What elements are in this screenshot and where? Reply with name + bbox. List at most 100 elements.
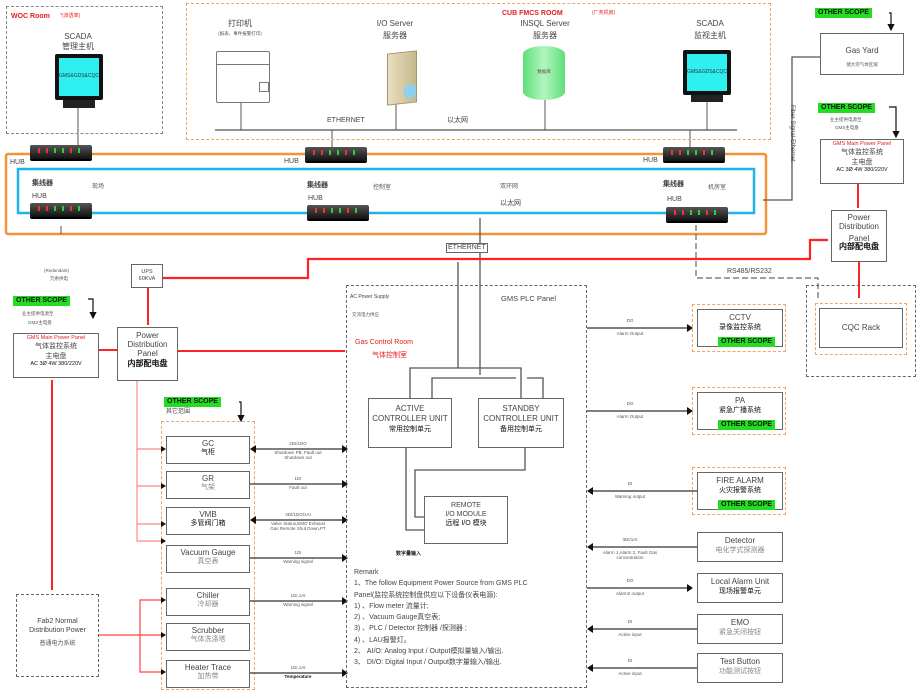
area-label: 现场 <box>92 184 105 190</box>
other-scope-badge: OTHER SCOPE <box>718 420 775 430</box>
system-cn: 现场报警单元 <box>719 588 761 596</box>
signal-desc: Shutdown out <box>284 455 312 460</box>
remark-line: 2、 AI/O: Analog Input / Output模拟量输入/输出. <box>354 648 504 656</box>
woc-room-subtitle: *(渗透率) <box>60 13 81 19</box>
other-scope-badge: OTHER SCOPE <box>718 500 775 510</box>
hub-device-icon[interactable] <box>663 147 725 161</box>
remote-l2: I/O MODULE <box>445 511 487 519</box>
remark-line: 2) 、Vacuum Gauge真空表; <box>354 614 441 622</box>
other-scope-badge: OTHER SCOPE <box>818 103 875 113</box>
signal-type: 2DI/1DO <box>289 441 307 446</box>
woc-room <box>6 6 163 134</box>
signal-line <box>587 625 697 633</box>
scada-left-monitor-icon[interactable]: GMS&GDS&CQC <box>55 54 103 100</box>
hub-device-icon[interactable] <box>307 205 369 219</box>
equipment-name: GR <box>202 474 214 483</box>
signal-desc: Active input <box>618 632 642 637</box>
hub-device-icon[interactable] <box>666 207 728 221</box>
area-label: 控制室 <box>373 185 392 191</box>
ups-rating: 60KVA <box>138 275 156 282</box>
printer-name: 打印机 <box>228 19 252 28</box>
system-name: PA <box>734 396 746 405</box>
pdp-line: Panel <box>137 349 158 359</box>
gas-control-room-cn: 气体控制室 <box>372 352 407 359</box>
signal-desc: Temperature <box>284 674 312 679</box>
arrow-icon <box>161 669 166 675</box>
insql-server-sub: 服务器 <box>533 31 557 40</box>
gas-yard-box[interactable]: Gas Yard 储大宗气体区域 <box>820 33 904 75</box>
gms-main-power-panel-right[interactable]: GMS Main Power Panel 气体监控系统 主电盘 AC 3Ø 4W… <box>820 139 904 184</box>
pdp-cn: 内部配电盘 <box>839 242 879 252</box>
gms-panel-title: GMS Main Power Panel <box>832 141 892 147</box>
hub-device-icon[interactable] <box>305 147 367 161</box>
ethernet-top-label: ETHERNET <box>327 117 365 124</box>
ups-power-line <box>163 238 828 280</box>
scada-left-screen-label: GMS&GDS&CQC <box>58 73 99 79</box>
signal-desc: Gas Remote Shut Down,PT <box>270 526 326 531</box>
io-server-sub: 服务器 <box>383 31 407 40</box>
standby-l2: CONTROLLER UNIT <box>483 414 559 424</box>
cub-room-title: CUB FMCS ROOM <box>502 10 563 17</box>
hub-device-icon[interactable] <box>30 203 92 217</box>
hub-device-icon[interactable] <box>30 145 92 159</box>
signal-line <box>587 487 697 495</box>
other-scope-badge: OTHER SCOPE <box>815 8 872 18</box>
fab2-normal-distribution-box[interactable]: Fab2 Normal Distribution Power 普通电力系统 <box>16 594 99 677</box>
remark-line: 1) 、Flow meter 流量计; <box>354 602 429 610</box>
active-controller-unit[interactable]: ACTIVE CONTROLLER UNIT 常用控制单元 <box>368 398 452 448</box>
signal-type: 3DI/1DO/1AI <box>285 512 311 517</box>
system-cn: 火灾报警系统 <box>719 487 761 495</box>
insql-database-icon[interactable]: 数据库 <box>523 46 565 100</box>
system-name: EMO <box>730 618 750 627</box>
other-scope-badge: OTHER SCOPE <box>164 397 221 407</box>
remote-io-module[interactable]: REMOTE I/O MODULE 远程 I/O 模块 <box>424 496 508 544</box>
signal-type: DI <box>627 658 633 663</box>
system-cn: 紧急关闭按钮 <box>719 629 761 637</box>
redundant-label: (Redundant) <box>44 268 70 273</box>
io-server-icon[interactable] <box>387 50 417 106</box>
standby-controller-unit[interactable]: STANDBY CONTROLLER UNIT 备用控制单元 <box>478 398 564 448</box>
system-cn: 电化学式探测器 <box>715 547 765 555</box>
scada-right-monitor-icon[interactable]: GMS&GDS&CQC <box>683 50 731 95</box>
hub-cn-label: 集线器 <box>32 180 53 187</box>
hub-cn-label: 集线器 <box>663 181 684 188</box>
printer-icon[interactable] <box>216 51 270 103</box>
signal-type: DO <box>626 401 634 406</box>
woc-room-title: WOC Room <box>11 13 50 20</box>
external-system-box[interactable]: EMO 紧急关闭按钮 <box>697 614 783 644</box>
signal-line <box>587 407 693 415</box>
power-distribution-panel-right[interactable]: Power Distribution Panel 内部配电盘 <box>831 210 887 262</box>
other-scope-badge: OTHER SCOPE <box>13 296 70 306</box>
ac-supply-label: AC Power Supply <box>350 294 390 300</box>
gms-panel-note: 业主提供电源至 <box>830 117 862 122</box>
system-cn: 功能测试按钮 <box>719 668 761 676</box>
gms-panel-line1: 气体监控系统 <box>841 149 883 156</box>
signal-desc: Valve Status,EMO Exhaust <box>271 521 325 526</box>
signal-type: DO <box>626 318 634 323</box>
cqc-rack-box[interactable]: CQC Rack <box>819 308 903 348</box>
equipment-cn: 气体洗涤塔 <box>190 636 226 643</box>
remote-cn: 远程 I/O 模块 <box>445 520 487 528</box>
fab2-line: Fab2 Normal <box>37 618 78 625</box>
gas-yard-sub: 储大宗气体区域 <box>846 62 878 67</box>
equipment-name: Heater Trace <box>184 663 232 672</box>
io-server-name: I/O Server <box>376 19 414 28</box>
ac-supply-cn: 交流电力供应 <box>352 312 379 317</box>
power-distribution-panel-left[interactable]: Power Distribution Panel 内部配电盘 <box>117 327 178 381</box>
orange-ring <box>4 152 768 236</box>
gms-main-power-panel-left[interactable]: GMS Main Power Panel 气体监控系统 主电盘 AC 3Ø 4W… <box>13 333 99 378</box>
arrow-icon <box>161 483 166 489</box>
signal-line <box>587 543 697 551</box>
ups-box[interactable]: UPS 60KVA <box>131 264 163 288</box>
